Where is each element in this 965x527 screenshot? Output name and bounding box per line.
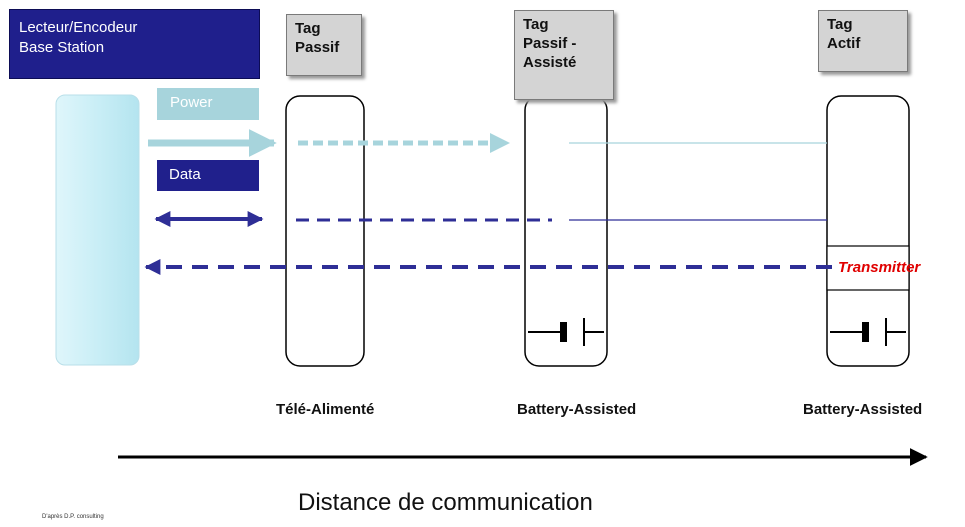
distance-axis-title: Distance de communication: [298, 489, 593, 516]
reader-label-box: Lecteur/Encodeur Base Station: [9, 9, 260, 79]
tag-passif-body: [285, 95, 365, 367]
battery-icon: [830, 318, 906, 346]
transmitter-label: Transmitter: [838, 259, 921, 276]
reader-label-line2: Base Station: [19, 39, 105, 56]
tag-passif-power-label: Télé-Alimenté: [276, 401, 375, 418]
tag-passif-label-box: Tag Passif: [286, 14, 362, 76]
reader-label-line1: Lecteur/Encodeur: [19, 19, 138, 36]
tag-assiste-line3: Assisté: [523, 54, 577, 71]
battery-icon: [528, 318, 604, 346]
tag-actif-body: [826, 95, 910, 367]
power-legend-label: Power: [157, 88, 259, 120]
tag-assiste-power-label: Battery-Assisted: [517, 401, 637, 418]
tag-assiste-line1: Tag: [523, 16, 549, 33]
reader-antenna: [55, 94, 140, 366]
tag-passif-line2: Passif: [295, 39, 340, 56]
tag-assiste-line2: Passif -: [523, 35, 577, 52]
source-credit: D'après D.P. consulting: [42, 514, 104, 520]
tag-passif-line1: Tag: [295, 20, 321, 37]
transmitter-band: [826, 245, 910, 291]
tag-actif-line1: Tag: [827, 16, 853, 33]
data-legend-label: Data: [157, 160, 259, 191]
tag-actif-line2: Actif: [827, 35, 861, 52]
tag-assiste-label-box: Tag Passif - Assisté: [514, 10, 614, 100]
tag-actif-power-label: Battery-Assisted: [803, 401, 923, 418]
tag-actif-label-box: Tag Actif: [818, 10, 908, 72]
